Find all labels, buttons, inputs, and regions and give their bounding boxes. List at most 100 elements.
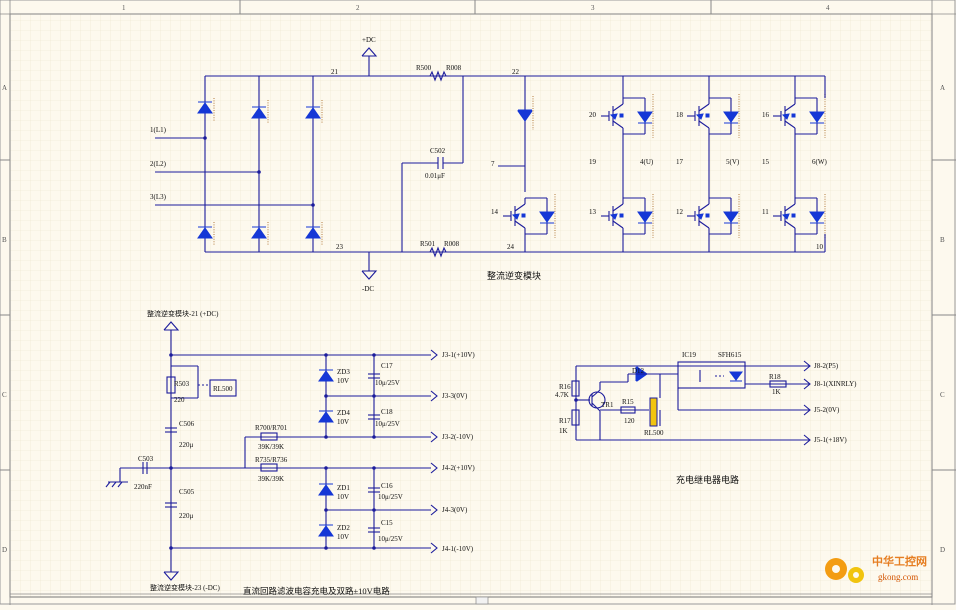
r500-ref: R500 bbox=[416, 64, 432, 72]
r16-value: 4.7K bbox=[555, 391, 569, 399]
terminal-j3-3: J3-3(0V) bbox=[442, 392, 468, 400]
r17-value: 1K bbox=[559, 427, 568, 435]
c15-ref: C15 bbox=[381, 519, 393, 527]
r735-ref: R735/R736 bbox=[255, 456, 288, 464]
power-relay-ref: RL500 bbox=[213, 385, 233, 393]
relay-circuit: R16 4.7K R17 1K TR1 R15 120 D12 RL500 IC… bbox=[555, 351, 857, 485]
output-u-label: 4(U) bbox=[640, 158, 654, 166]
node-21-label: 21 bbox=[331, 68, 339, 76]
c506-value: 220μ bbox=[179, 441, 194, 449]
terminal-j5-1: J5-1(+18V) bbox=[814, 436, 847, 444]
inverter-title: 整流逆变模块 bbox=[487, 270, 541, 281]
r17-ref: R17 bbox=[559, 417, 571, 425]
c15-value: 10μ/25V bbox=[378, 535, 403, 543]
r008b-ref: R008 bbox=[444, 240, 460, 248]
power-bottom-label: 整流逆变模块-23 (-DC) bbox=[150, 583, 220, 592]
node-10-label: 10 bbox=[816, 243, 824, 251]
r15-value: 120 bbox=[624, 417, 635, 425]
relay-circuit-title: 充电继电器电路 bbox=[676, 474, 739, 485]
bus-plus-dc-label: +DC bbox=[362, 36, 376, 44]
ic19-ref: IC19 bbox=[682, 351, 697, 359]
r700-ref: R700/R701 bbox=[255, 424, 288, 432]
zd3-ref: ZD3 bbox=[337, 368, 350, 376]
r735-value: 39K/39K bbox=[258, 475, 284, 483]
power-top-label: 整流逆变模块-21 (+DC) bbox=[147, 309, 219, 318]
frame-row-a-right: A bbox=[940, 84, 945, 92]
mid-node-15-label: 15 bbox=[762, 158, 770, 166]
r700-value: 39K/39K bbox=[258, 443, 284, 451]
node-24-label: 24 bbox=[507, 243, 515, 251]
c16-value: 10μ/25V bbox=[378, 493, 403, 501]
frame-row-a: A bbox=[2, 84, 7, 92]
c502-value: 0.01μF bbox=[425, 172, 445, 180]
input-l2-label: 2(L2) bbox=[150, 160, 167, 168]
zd1-value: 10V bbox=[337, 493, 349, 501]
c18-value: 10μ/25V bbox=[375, 420, 400, 428]
terminal-j8-1: J8-1(XINRLY) bbox=[814, 380, 857, 388]
terminal-j4-3: J4-3(0V) bbox=[442, 506, 468, 514]
c505-value: 220μ bbox=[179, 512, 194, 520]
terminal-j4-1: J4-1(-10V) bbox=[442, 545, 474, 553]
coil-ref: RL500 bbox=[644, 429, 664, 437]
power-circuit-title: 直流回路滤波电容充电及双路±10V电路 bbox=[243, 586, 390, 596]
switch-16-label: 16 bbox=[762, 111, 770, 119]
zd2-ref: ZD2 bbox=[337, 524, 350, 532]
rectifier-diodes bbox=[197, 98, 323, 246]
switch-13-label: 13 bbox=[589, 208, 597, 216]
switch-12-label: 12 bbox=[676, 208, 684, 216]
zd3-value: 10V bbox=[337, 377, 349, 385]
frame-row-b: B bbox=[2, 236, 7, 244]
c505-ref: C505 bbox=[179, 488, 195, 496]
frame-row-d-right: D bbox=[940, 546, 945, 554]
switch-14-label: 14 bbox=[491, 208, 499, 216]
inverter-module: 1(L1) 2(L2) 3(L3) +DC -DC 21 23 22 24 7 … bbox=[150, 36, 827, 293]
node-23-label: 23 bbox=[336, 243, 344, 251]
power-terminals bbox=[430, 349, 438, 554]
frame-col-2: 2 bbox=[356, 4, 360, 12]
c18-ref: C18 bbox=[381, 408, 393, 416]
terminal-j8-2: J8-2(P5) bbox=[814, 362, 839, 370]
r16-ref: R16 bbox=[559, 383, 571, 391]
watermark-site: gkong.com bbox=[878, 572, 918, 582]
c17-value: 10μ/25V bbox=[375, 379, 400, 387]
input-l1-label: 1(L1) bbox=[150, 126, 167, 134]
c506-ref: C506 bbox=[179, 420, 195, 428]
input-l3-label: 3(L3) bbox=[150, 193, 167, 201]
c502-ref: C502 bbox=[430, 147, 446, 155]
opto-ref: SFH615 bbox=[718, 351, 742, 359]
mid-node-19-label: 19 bbox=[589, 158, 597, 166]
r18-value: 1K bbox=[772, 388, 781, 396]
frame-row-d: D bbox=[2, 546, 7, 554]
c503-ref: C503 bbox=[138, 455, 154, 463]
r15-ref: R15 bbox=[622, 398, 634, 406]
switch-20-label: 20 bbox=[589, 111, 597, 119]
d12-ref: D12 bbox=[632, 367, 645, 375]
zd2-value: 10V bbox=[337, 533, 349, 541]
c16-ref: C16 bbox=[381, 482, 393, 490]
terminal-j3-2: J3-2(-10V) bbox=[442, 433, 474, 441]
c17-ref: C17 bbox=[381, 362, 393, 370]
watermark-brand: 中华工控网 bbox=[872, 554, 927, 568]
frame-row-c: C bbox=[2, 391, 7, 399]
tr1-ref: TR1 bbox=[601, 401, 614, 409]
c503-value: 220nF bbox=[134, 483, 152, 491]
switch-11-label: 11 bbox=[762, 208, 769, 216]
frame-col-1: 1 bbox=[122, 4, 126, 12]
output-v-label: 5(V) bbox=[726, 158, 740, 166]
watermark-logo: 中华工控网 gkong.com bbox=[825, 554, 927, 583]
power-supply-circuit: 整流逆变模块-21 (+DC) 整流逆变模块-23 (-DC) R503 220… bbox=[105, 309, 475, 596]
switch-18-label: 18 bbox=[676, 111, 684, 119]
zd1-ref: ZD1 bbox=[337, 484, 350, 492]
output-w-label: 6(W) bbox=[812, 158, 827, 166]
node-7-label: 7 bbox=[491, 160, 495, 168]
zd4-ref: ZD4 bbox=[337, 409, 350, 417]
frame-row-b-right: B bbox=[940, 236, 945, 244]
bus-minus-dc-label: -DC bbox=[362, 285, 374, 293]
frame-col-4: 4 bbox=[826, 4, 830, 12]
frame-row-c-right: C bbox=[940, 391, 945, 399]
node-22-label: 22 bbox=[512, 68, 520, 76]
mid-node-17-label: 17 bbox=[676, 158, 684, 166]
frame-col-3: 3 bbox=[591, 4, 595, 12]
